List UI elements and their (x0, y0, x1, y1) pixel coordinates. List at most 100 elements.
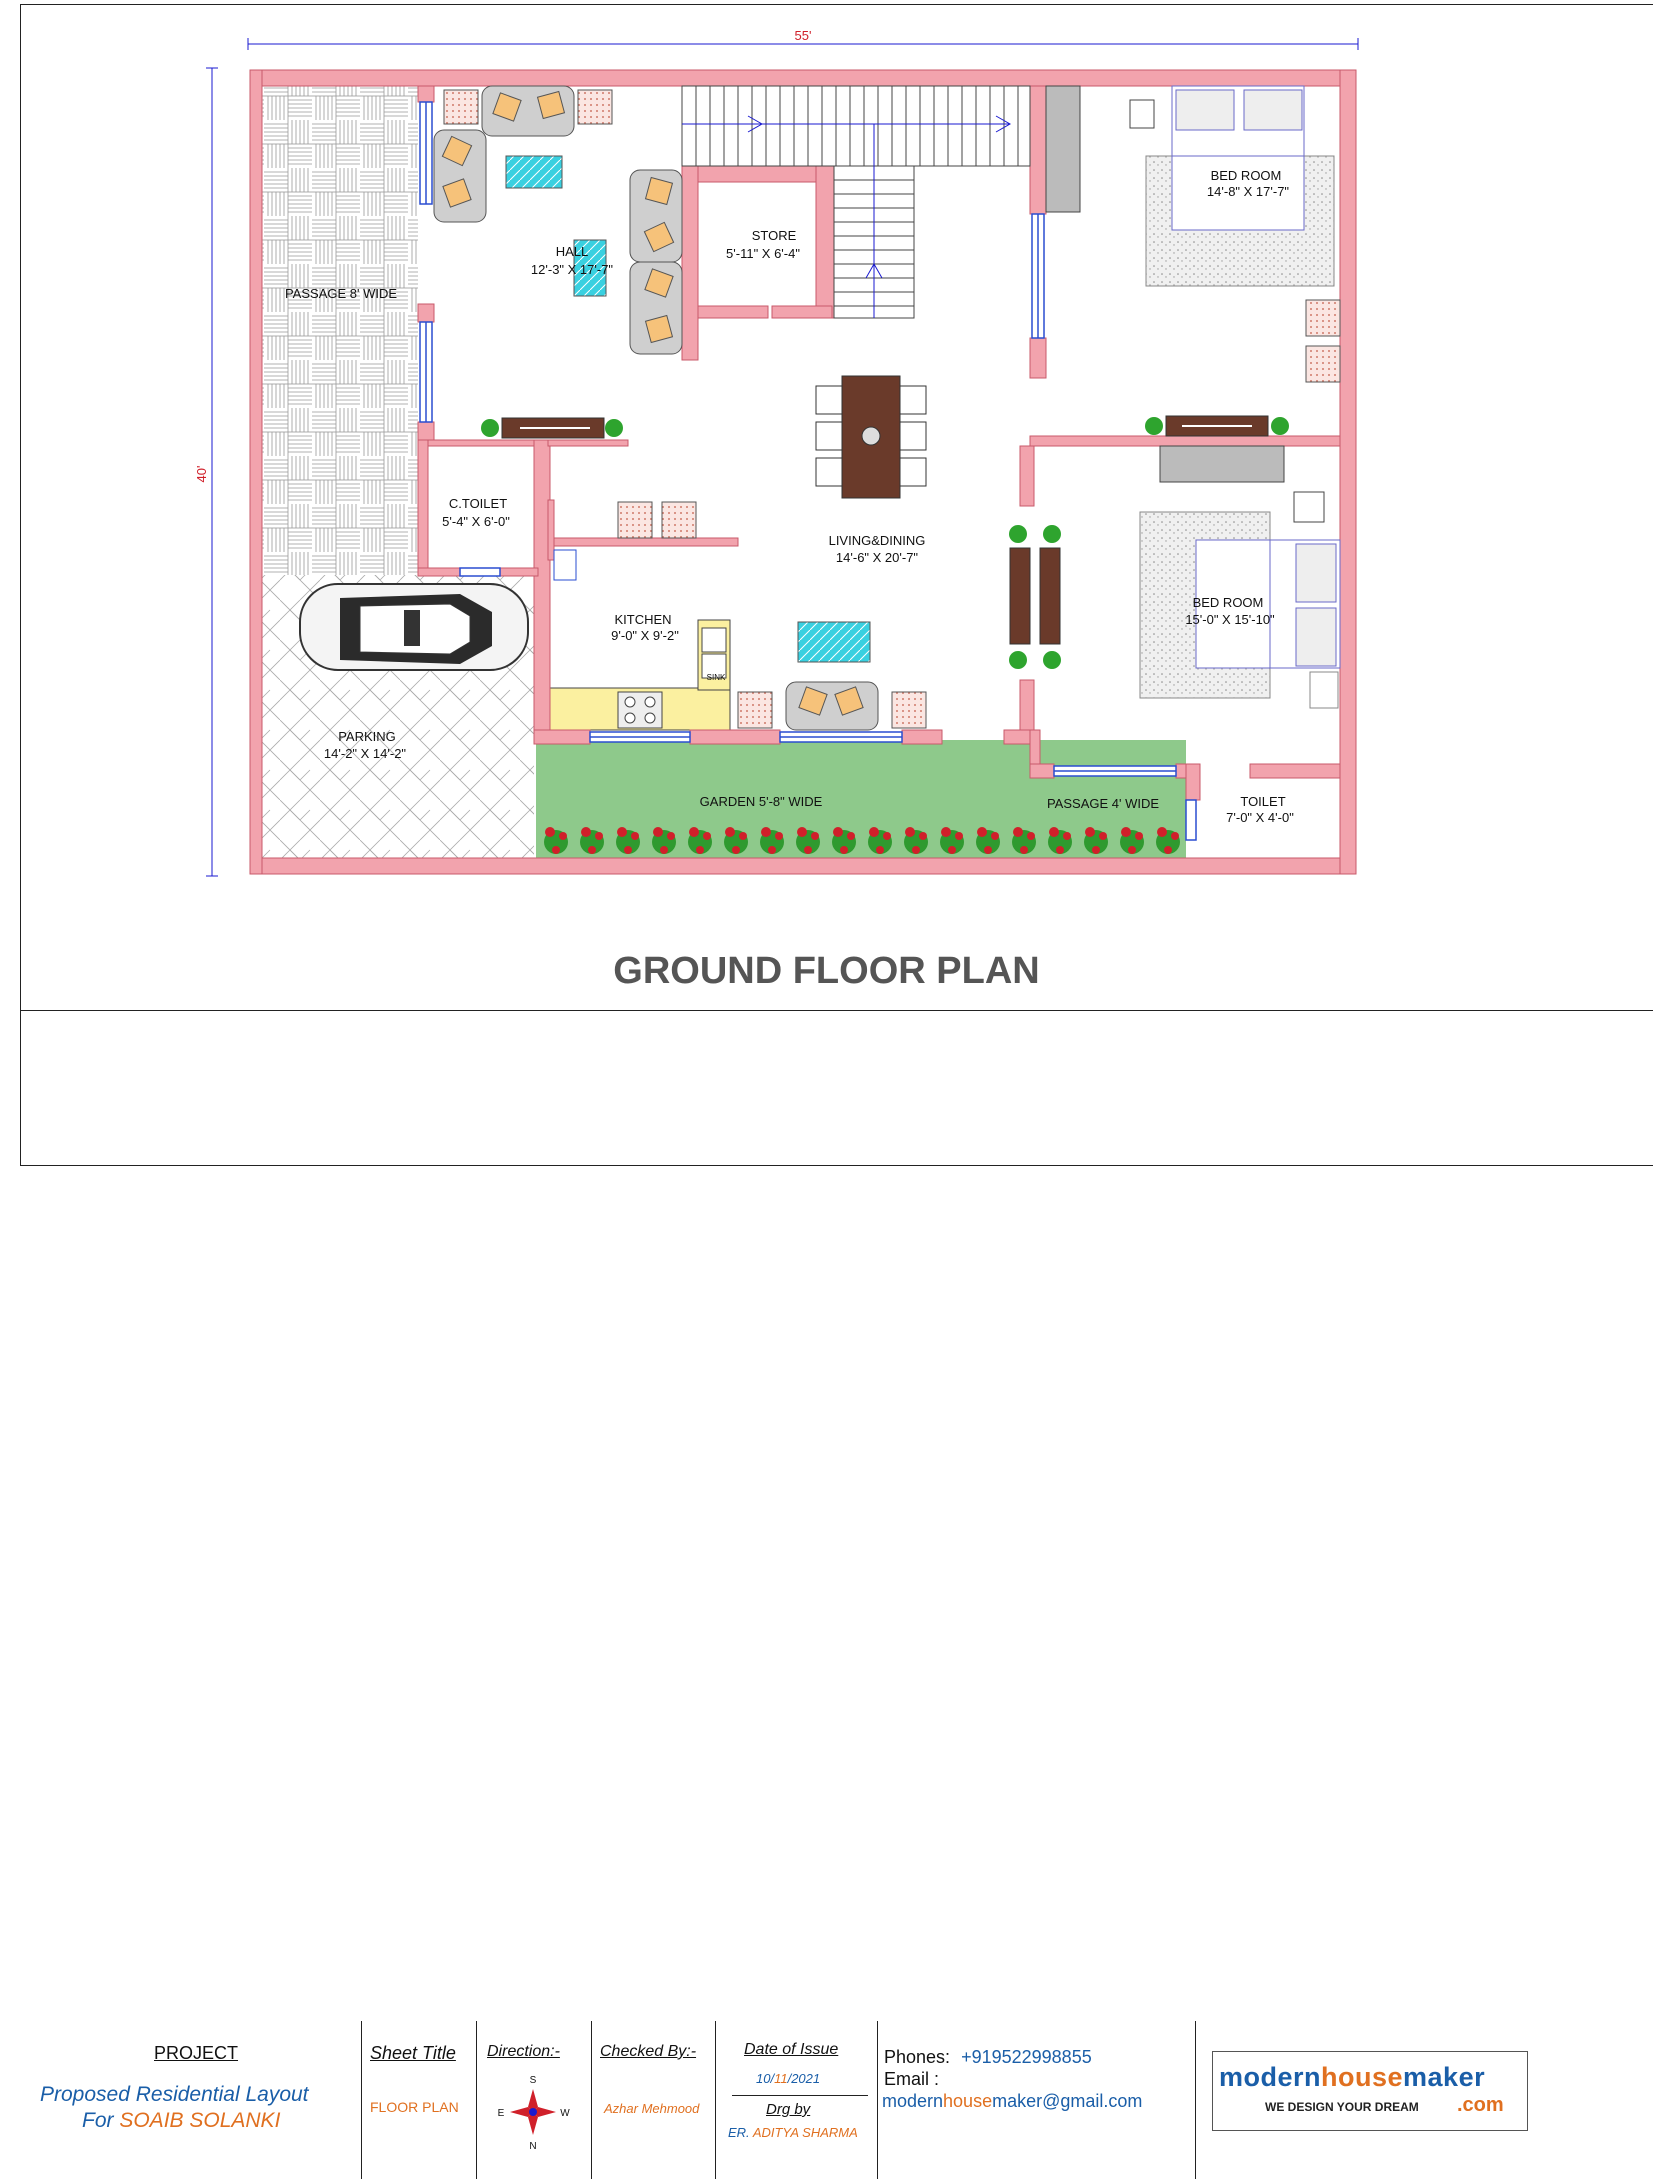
logo-com: .com (1457, 2094, 1504, 2116)
plant-icon (616, 827, 640, 854)
date-year: /2021 (787, 2071, 821, 2086)
logo-house: house (1321, 2062, 1404, 2092)
logo-cell: modernhousemaker WE DESIGN YOUR DREAM .c… (1195, 2021, 1653, 2179)
wardrobe (1045, 85, 1081, 213)
email-value[interactable]: modernhousemaker@gmail.com (882, 2091, 1142, 2112)
width-label: 55' (795, 28, 812, 43)
parking-label: PARKING (338, 729, 396, 744)
bed1-label: BED ROOM (1211, 168, 1282, 183)
toilet-size: 7'-0" X 4'-0" (1226, 810, 1294, 825)
compass-w: W (560, 2108, 570, 2119)
date-cell: Date of Issue 10/11/2021 Drg by ER. ADIT… (715, 2021, 877, 2179)
plant-icon (688, 827, 712, 854)
kitchen-size: 9'-0" X 9'-2" (611, 628, 679, 643)
phones-label: Phones: (884, 2047, 951, 2067)
date-divider (732, 2095, 868, 2096)
plant-icon (1012, 827, 1036, 854)
sheet-title-cell: Sheet Title FLOOR PLAN (361, 2021, 476, 2179)
logo-tagline: WE DESIGN YOUR DREAM (1265, 2100, 1419, 2114)
date-month: 11 (774, 2071, 788, 2086)
hall-label: HALL (556, 244, 589, 259)
plant-icon (760, 827, 784, 854)
plant-icon (652, 827, 676, 854)
tv-unit-living (1009, 525, 1061, 669)
garden-plants (544, 827, 1180, 854)
project-for: For (82, 2109, 114, 2132)
plant-icon (1048, 827, 1072, 854)
logo-modern: modern (1219, 2062, 1322, 2092)
drg-line: ER. ADITYA SHARMA (728, 2125, 858, 2140)
store-size: 5'-11" X 6'-4" (726, 246, 800, 261)
project-client: SOAIB SOLANKI (119, 2109, 281, 2132)
plant-icon (904, 827, 928, 854)
passage4-label: PASSAGE 4' WIDE (1047, 796, 1159, 811)
bed1-size: 14'-8" X 17'-7" (1207, 184, 1290, 199)
windows (419, 101, 1197, 841)
title-block: PROJECT Proposed Residential Layout For … (20, 1010, 1653, 2179)
passage-label: PASSAGE 8' WIDE (285, 286, 397, 301)
plant-icon (868, 827, 892, 854)
date-heading: Date of Issue (744, 2041, 839, 2058)
date-value: 10/11/2021 (756, 2071, 820, 2086)
kitchen-label: KITCHEN (614, 612, 671, 627)
garden-area (536, 740, 1186, 858)
email-part2: house (943, 2091, 993, 2111)
plant-icon (1120, 827, 1144, 854)
sheet-title-value: FLOOR PLAN (370, 2099, 459, 2115)
dimension-height: 40' (194, 67, 218, 877)
phones-line: Phones: +919522998855 (884, 2047, 1092, 2068)
plant-icon (940, 827, 964, 854)
checked-cell: Checked By:- Azhar Mehmood (591, 2021, 715, 2179)
store-label: STORE (752, 228, 797, 243)
tv-unit-hall (481, 417, 623, 439)
drg-heading: Drg by (766, 2101, 811, 2118)
logo-maker: maker (1403, 2062, 1486, 2092)
bed2-size: 15'-0" X 15'-10" (1185, 612, 1275, 627)
plant-icon (976, 827, 1000, 854)
email-part3: maker@gmail.com (992, 2091, 1143, 2111)
drg-prefix: ER. (728, 2125, 750, 2140)
walls (249, 69, 1357, 875)
toilet-label: TOILET (1240, 794, 1285, 809)
email-part1: modern (882, 2091, 944, 2111)
living-furniture (553, 501, 927, 731)
bedroom-2-furniture (1139, 491, 1341, 709)
checked-heading: Checked By:- (600, 2043, 697, 2060)
dimension-width: 55' (247, 28, 1359, 50)
project-cell: PROJECT Proposed Residential Layout For … (20, 2021, 361, 2179)
compass-e: E (498, 2108, 505, 2119)
phones-value: +919522998855 (961, 2047, 1092, 2067)
staircase (681, 85, 1031, 319)
logo-wordmark: modernhousemaker (1219, 2062, 1485, 2093)
parking-size: 14'-2" X 14'-2" (324, 746, 407, 761)
kitchen-fixtures (617, 627, 727, 729)
project-title: Proposed Residential Layout (40, 2083, 309, 2106)
drawing-frame (20, 4, 1653, 1166)
living-size: 14'-6" X 20'-7" (836, 550, 919, 565)
hall-size: 12'-3" X 17'-7" (531, 262, 614, 277)
direction-cell: Direction:- S N E W (476, 2021, 591, 2179)
passage-floor (260, 86, 418, 588)
plant-icon (580, 827, 604, 854)
contact-cell: Phones: +919522998855 Email : modernhous… (877, 2021, 1195, 2179)
plant-icon (544, 827, 568, 854)
sheet-title-heading: Sheet Title (370, 2043, 456, 2063)
plant-icon (1084, 827, 1108, 854)
hall-sofa-set (433, 85, 683, 355)
direction-heading: Direction:- (487, 2043, 560, 2060)
dining-table (815, 375, 927, 499)
bedroom-1-furniture (1129, 85, 1341, 383)
living-label: LIVING&DINING (829, 533, 926, 548)
sink-label: SINK (707, 673, 726, 682)
plant-icon (796, 827, 820, 854)
compass-icon: S N E W (498, 2075, 571, 2152)
drg-value: ADITYA SHARMA (752, 2125, 858, 2140)
plant-icon (1156, 827, 1180, 854)
garden-label: GARDEN 5'-8" WIDE (700, 794, 823, 809)
checked-value: Azhar Mehmood (604, 2101, 700, 2116)
plant-icon (724, 827, 748, 854)
date-day: 10/ (756, 2071, 775, 2086)
plan-title: GROUND FLOOR PLAN (613, 950, 1040, 992)
car (299, 583, 529, 671)
ctoilet-label: C.TOILET (449, 496, 507, 511)
